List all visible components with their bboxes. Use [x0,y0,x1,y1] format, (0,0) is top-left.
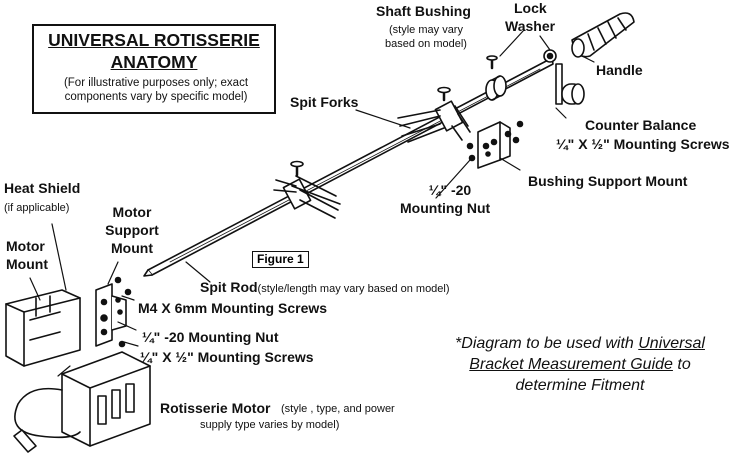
spit-fork-right [397,86,471,143]
fitment-note-line-2: Bracket Measurement Guide to [430,354,729,375]
fitment-note-suffix: to [672,356,691,373]
label-motor-mount-2: Mount [6,256,48,272]
figure-label: Figure 1 [252,251,309,268]
label-motor-screws: ¼" X ½" Mounting Screws [140,349,314,365]
label-mounting-nut-bottom: ¼" -20 Mounting Nut [142,329,279,345]
motor-support-mount [95,276,132,348]
label-spit-rod-note: (style/length may vary based on model) [257,283,450,295]
label-mounting-nut-top-1: ¼" -20 [428,182,472,198]
shaft-bushing [485,55,507,101]
bushing-support-mount [466,120,524,169]
label-washer: Washer [505,18,556,34]
rotisserie-motor [13,351,151,453]
label-motor-note-1: (style , type, and power [281,403,395,415]
title-note-line-2: components vary by specific model) [64,91,248,103]
label-heat-shield-note: (if applicable) [4,202,70,214]
fitment-note-prefix: *Diagram to be used with [455,335,639,352]
title-note-line-1: (For illustrative purposes only; exact [63,77,249,89]
label-heat-shield: Heat Shield [4,180,81,196]
title-line-1: UNIVERSAL ROTISSERIE [48,30,260,50]
label-spit-rod-group: Spit Rod(style/length may vary based on … [200,279,450,297]
label-bushing-support-mount: Bushing Support Mount [528,173,688,189]
spit-fork-left [273,160,341,219]
label-motor-support-1: Motor [112,204,152,220]
label-spit-forks: Spit Forks [290,94,359,110]
fitment-note-link-1: Universal [638,335,705,352]
label-shaft-bushing-note-1: (style may vary [389,24,463,36]
fitment-note: *Diagram to be used with Universal Brack… [430,333,729,396]
label-spit-rod: Spit Rod [200,279,258,295]
motor-mount [5,289,81,367]
label-rotisserie-motor: Rotisserie Motor [160,400,271,416]
label-shaft-bushing-note-2: based on model) [385,38,467,50]
title-box: UNIVERSAL ROTISSERIE ANATOMY (For illust… [32,24,276,114]
counter-balance [555,63,585,105]
label-motor-support-3: Mount [111,240,153,256]
label-lock: Lock [514,0,547,16]
title-line-2: ANATOMY [110,52,198,72]
title-note: (For illustrative purposes only; exact c… [38,76,274,104]
label-motor-support-2: Support [105,222,159,238]
handle [571,12,635,58]
leader-lines [29,29,595,377]
fitment-note-line-3: determine Fitment [515,377,645,394]
label-m4-screws: M4 X 6mm Mounting Screws [138,300,328,316]
label-mounting-nut-top-2: Mounting Nut [400,200,491,216]
label-motor-mount-1: Motor [6,238,45,254]
fitment-note-link-2: Bracket Measurement Guide [469,356,673,373]
label-shaft-bushing: Shaft Bushing [376,3,471,19]
label-counter-balance-screws: ¼" X ½" Mounting Screws [556,136,729,152]
lock-washer [543,49,557,63]
fitment-note-line-1: *Diagram to be used with Universal [430,333,729,354]
label-motor-note-2: supply type varies by model) [200,419,340,431]
label-counter-balance: Counter Balance [585,117,697,133]
label-handle: Handle [596,62,643,78]
